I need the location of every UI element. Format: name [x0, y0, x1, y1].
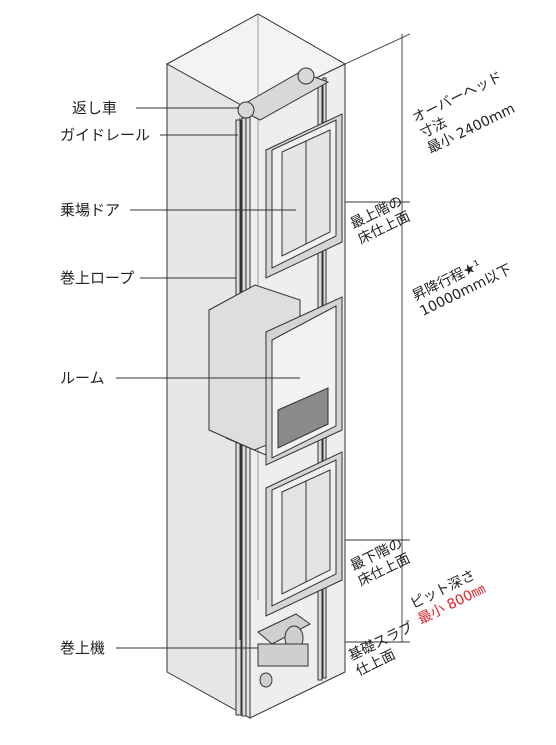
dimension-lines [344, 33, 411, 643]
return-sheave [235, 67, 330, 121]
hoist-machine [257, 613, 311, 688]
label-guide-rail: ガイドレール [60, 126, 151, 144]
hall-door-bottom [265, 451, 343, 617]
label-hoist-machine: 巻上機 [60, 639, 106, 657]
hall-door-top [265, 113, 343, 279]
label-car-room: ルーム [60, 369, 105, 387]
label-return-sheave: 返し車 [72, 99, 118, 117]
leader-lines [116, 107, 300, 649]
car-cabin [208, 284, 343, 466]
label-hoist-rope: 巻上ロープ [60, 269, 135, 287]
label-hall-door: 乗場ドア [60, 201, 121, 219]
